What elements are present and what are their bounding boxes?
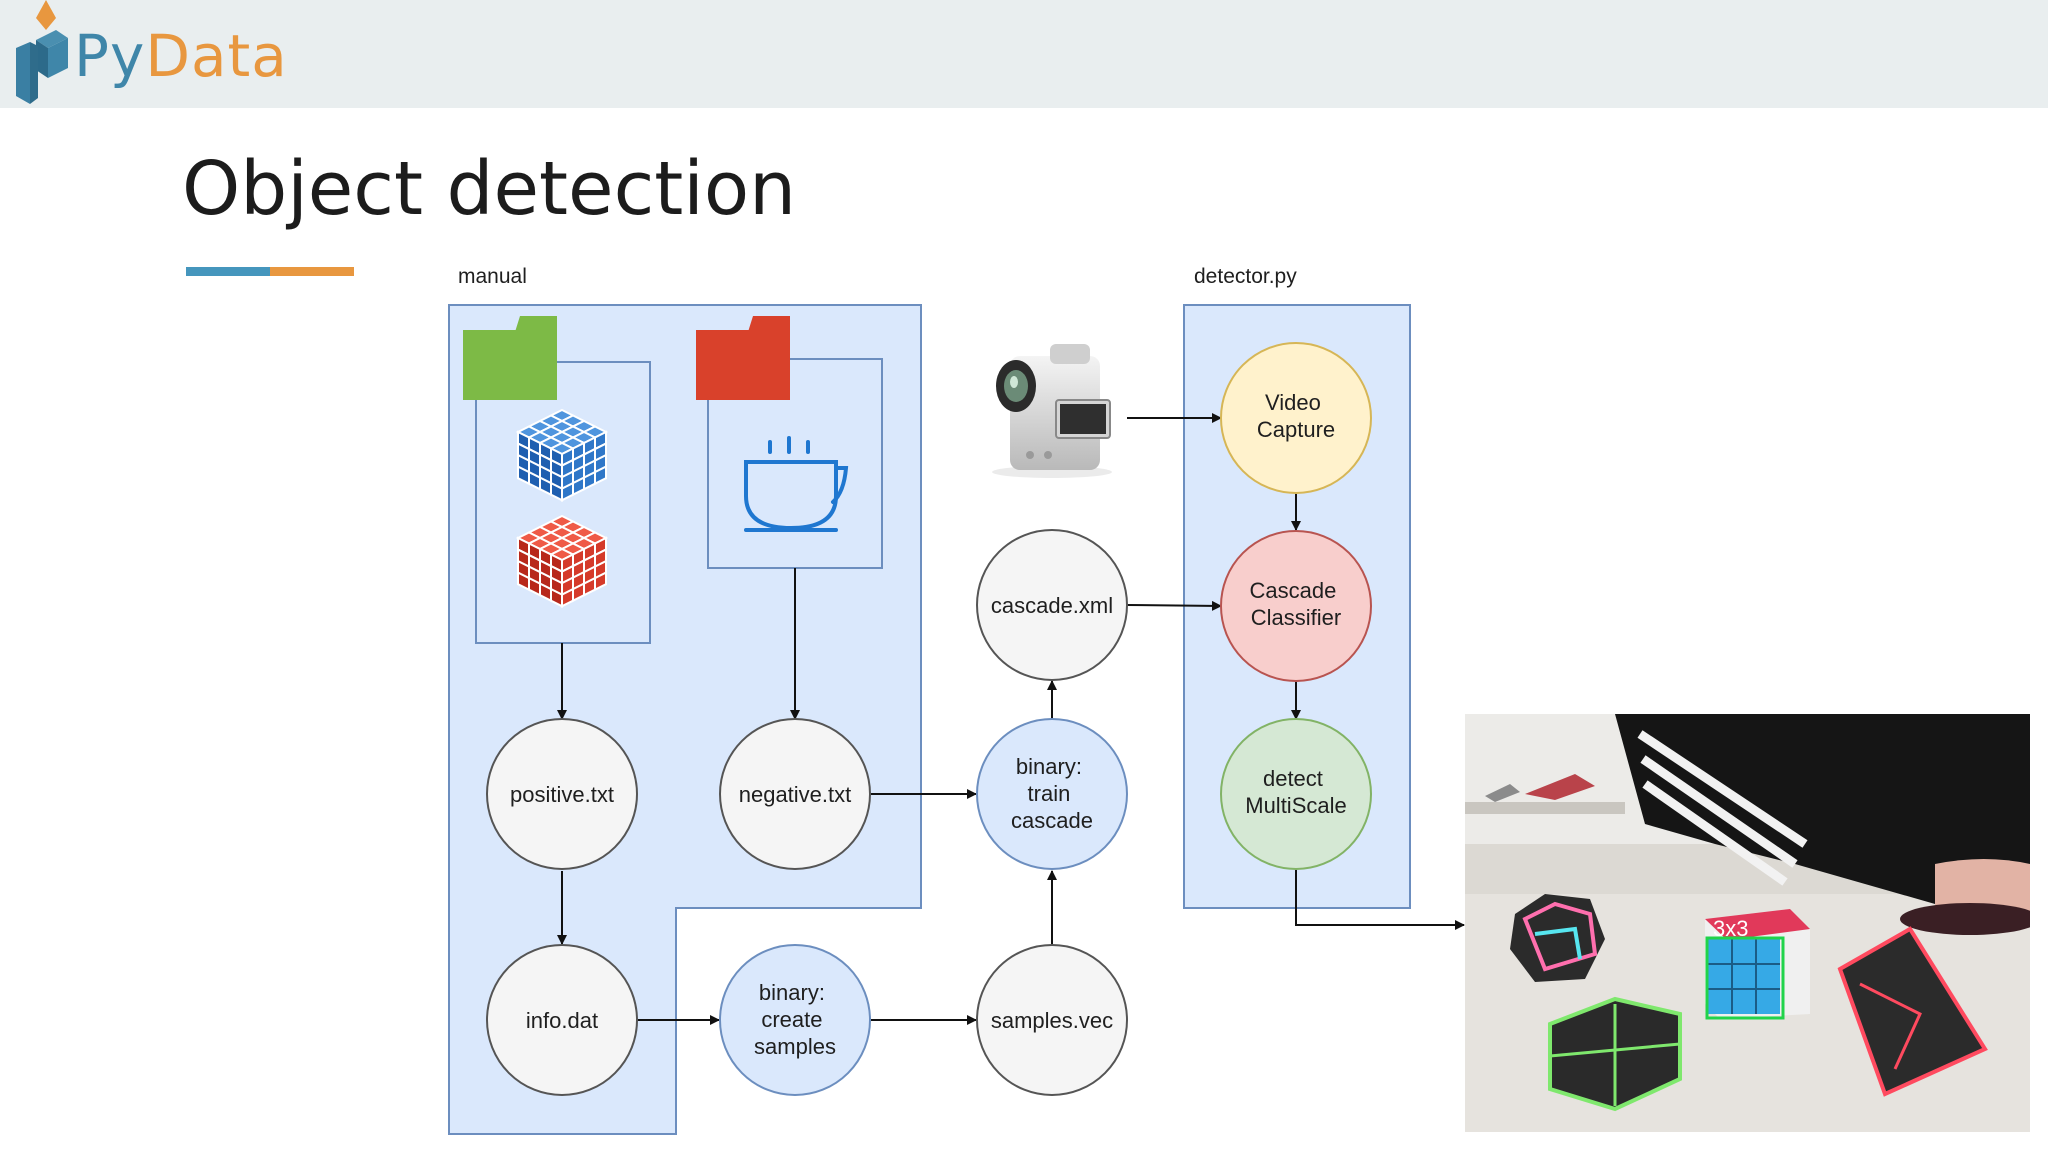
node-label-line: MultiScale (1245, 793, 1346, 818)
node-cascade-classifier: Cascade Classifier (1220, 530, 1372, 682)
brand-name-suffix: Data (145, 22, 288, 90)
rubiks-cube-blue-icon (515, 408, 609, 502)
svg-text:positive.txt: positive.txt (510, 782, 614, 807)
node-detect-multiscale: detect MultiScale (1220, 718, 1372, 870)
svg-text:info.dat: info.dat (526, 1008, 598, 1033)
svg-text:negative.txt: negative.txt (739, 782, 852, 807)
node-video-capture: Video Capture (1220, 342, 1372, 494)
node-label-line: binary: (1016, 754, 1082, 779)
svg-text:samples.vec: samples.vec (991, 1008, 1113, 1033)
slide-title: Object detection (182, 146, 797, 232)
node-positive-txt: positive.txt (486, 718, 638, 870)
accent-bar-orange (270, 267, 354, 276)
brand-name-prefix: Py (74, 22, 146, 90)
connectors (557, 413, 1465, 1025)
node-label-line: Cascade (1250, 578, 1337, 603)
node-label-line: Classifier (1251, 605, 1341, 630)
node-label-line: create (761, 1007, 822, 1032)
node-train-cascade: binary: train cascade (976, 718, 1128, 870)
node-create-samples: binary: create samples (719, 944, 871, 1096)
svg-text:binary: create sam: binary: create samples (754, 980, 836, 1059)
detector-group-label: detector.py (1194, 265, 1297, 288)
node-negative-txt: negative.txt (719, 718, 871, 870)
detection-label: 3x3 (1713, 916, 1748, 941)
header-bar (0, 0, 2048, 108)
node-info-dat: info.dat (486, 944, 638, 1096)
coffee-cup-icon (744, 436, 849, 532)
folder-green-icon (463, 316, 557, 400)
node-label-line: train (1028, 781, 1071, 806)
svg-text:cascade.xml: cascade.xml (991, 593, 1113, 618)
node-label: info.dat (526, 1008, 598, 1033)
node-label-line: detect (1263, 766, 1323, 791)
node-label: negative.txt (739, 782, 852, 807)
brand-name: PyData (74, 22, 288, 90)
node-label-line: Capture (1257, 417, 1335, 442)
folder-red-icon (696, 316, 790, 400)
svg-text:Cascade Classifier: Cascade Classifier (1250, 578, 1343, 630)
node-label-line: Video (1265, 390, 1321, 415)
node-cascade-xml: cascade.xml (976, 529, 1128, 681)
rubiks-cube-red-icon (515, 514, 609, 608)
detection-result-photo: 3x3 (1465, 714, 2030, 1132)
node-label: positive.txt (510, 782, 614, 807)
accent-bar-blue (186, 267, 270, 276)
manual-group-label: manual (458, 265, 527, 288)
node-label: cascade.xml (991, 593, 1113, 618)
pydata-logo-icon (16, 0, 68, 104)
node-samples-vec: samples.vec (976, 944, 1128, 1096)
svg-text:Video Capture: Video Capture (1257, 390, 1335, 442)
svg-text:detect MultiScale: detect MultiScale (1245, 766, 1346, 818)
manual-panel (448, 304, 922, 1135)
node-label-line: cascade (1011, 808, 1093, 833)
node-label-line: samples (754, 1034, 836, 1059)
camcorder-icon (992, 344, 1112, 478)
node-label: samples.vec (991, 1008, 1113, 1033)
node-label-line: binary: (759, 980, 825, 1005)
svg-text:binary: train casc: binary: train cascade (1011, 754, 1093, 833)
